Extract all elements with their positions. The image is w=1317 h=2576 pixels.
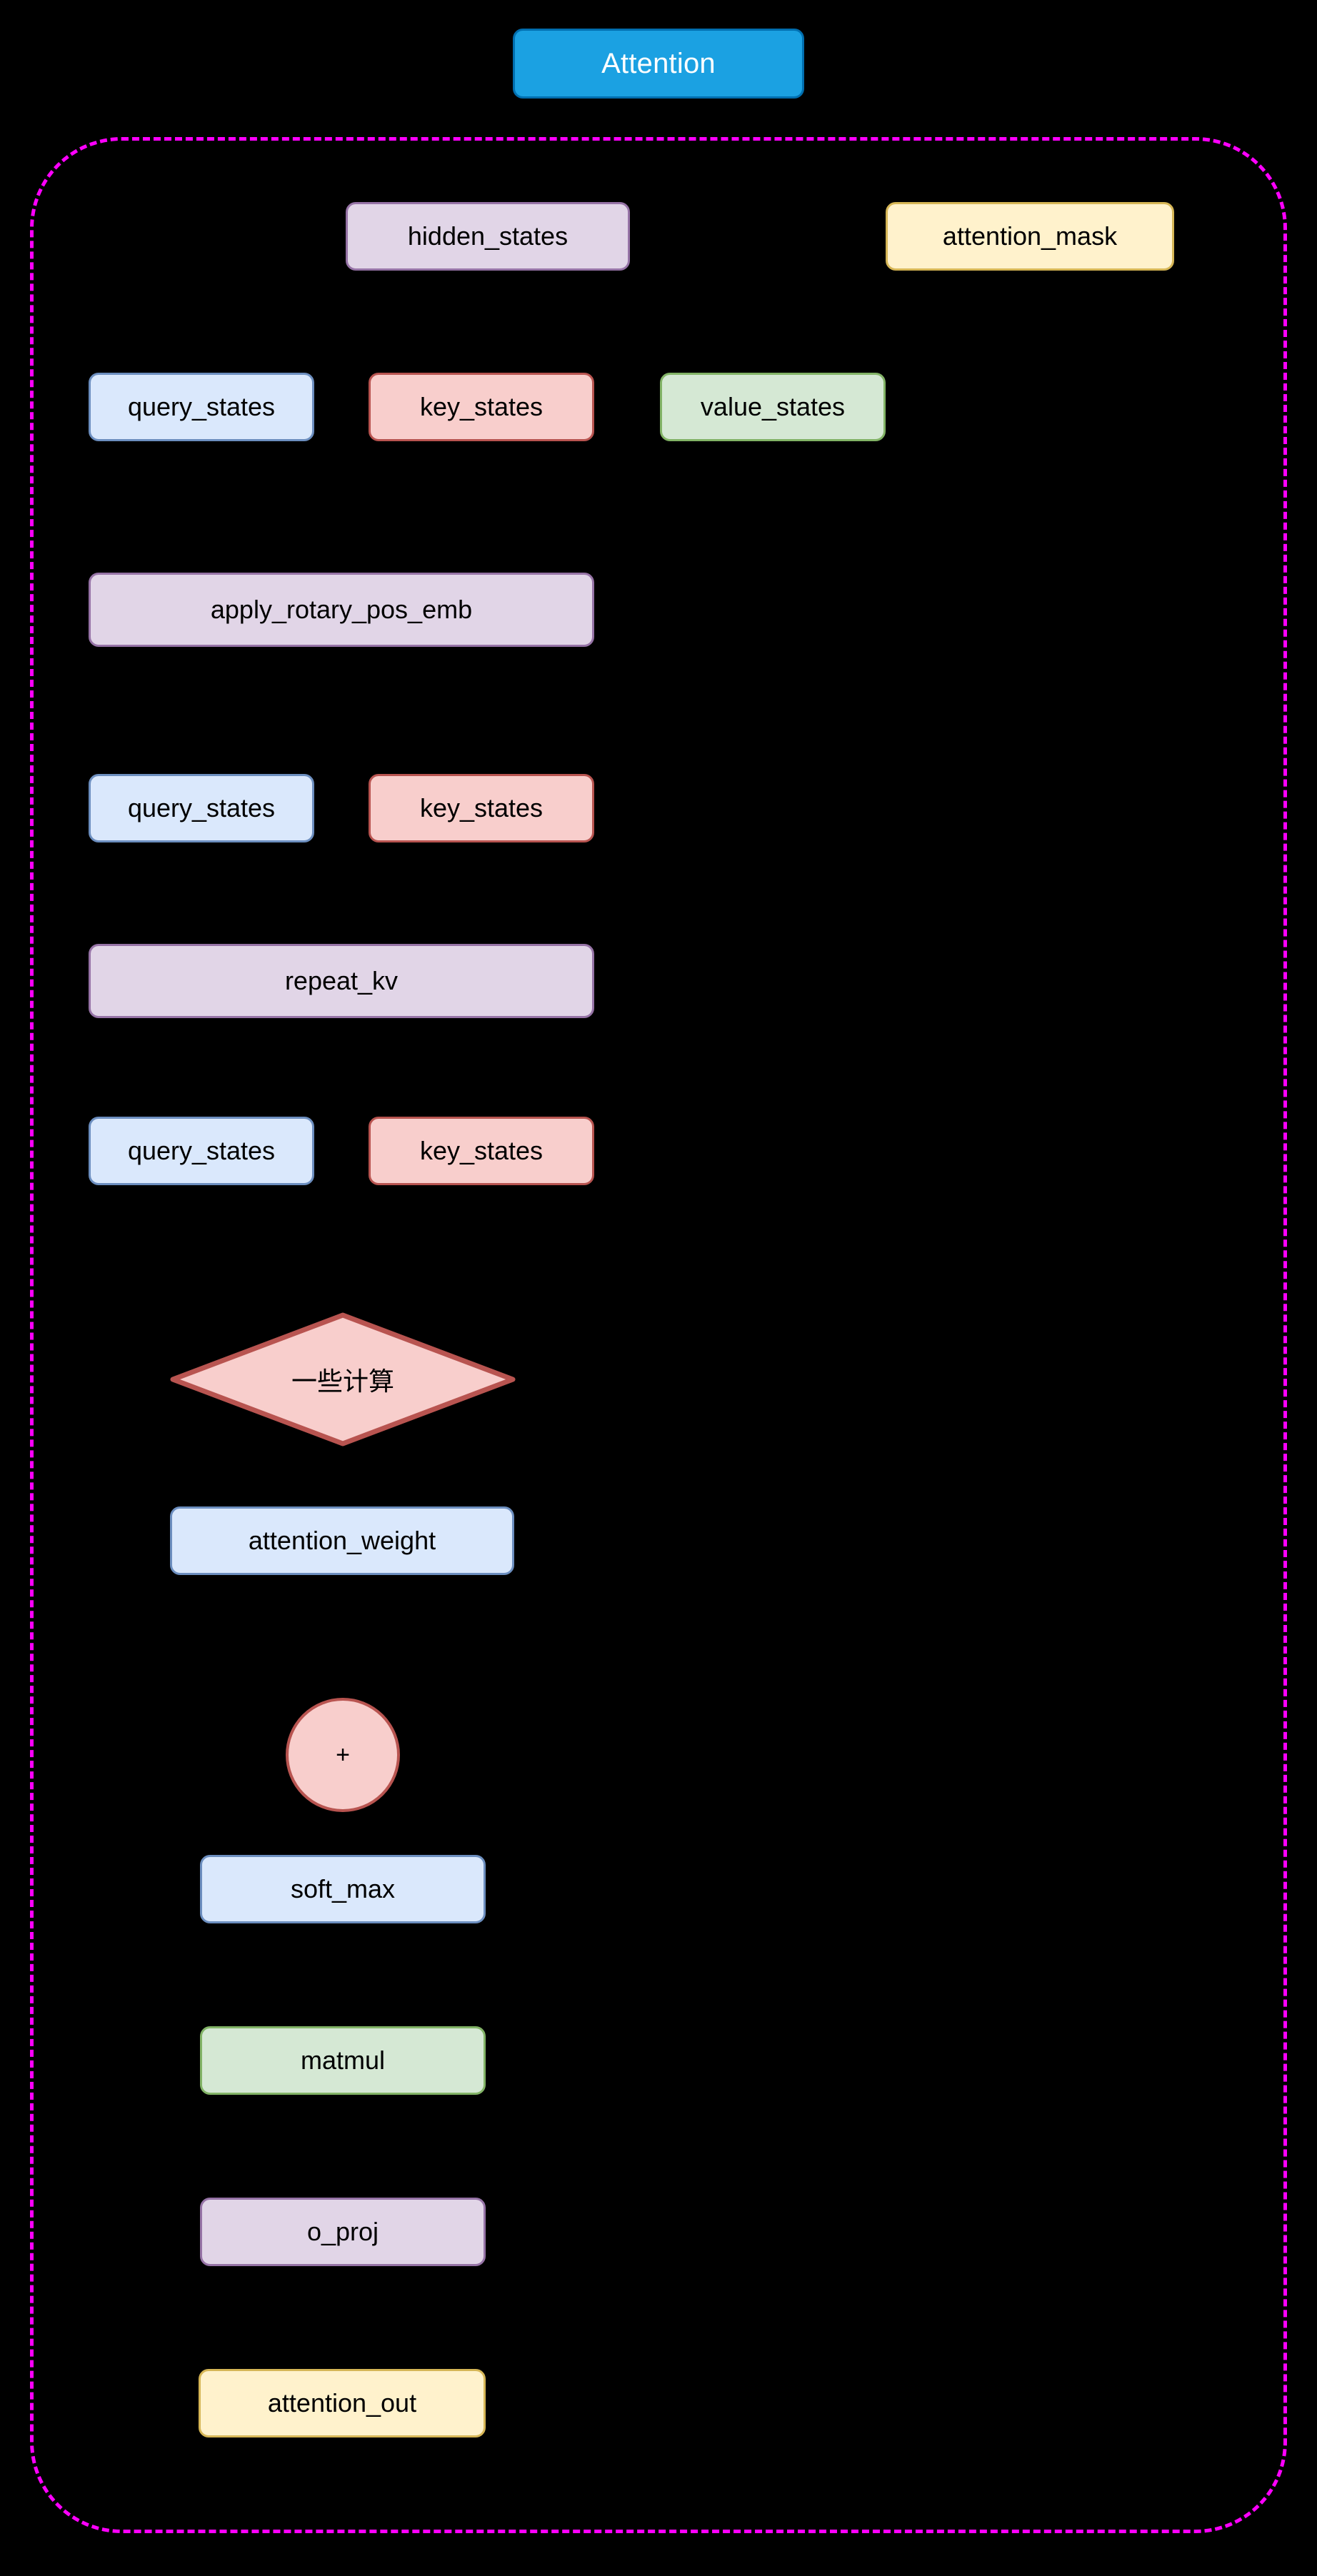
- node-some-computation[interactable]: 一些计算: [170, 1312, 516, 1447]
- attention-title-node[interactable]: Attention: [513, 29, 804, 99]
- node-query-states-2[interactable]: query_states: [89, 774, 314, 842]
- node-repeat-kv[interactable]: repeat_kv: [89, 944, 594, 1018]
- node-apply-rotary-pos-emb[interactable]: apply_rotary_pos_emb: [89, 573, 594, 647]
- node-attention-weight[interactable]: attention_weight: [170, 1506, 514, 1575]
- diamond-shape-icon: [170, 1312, 516, 1447]
- node-attention-out[interactable]: attention_out: [199, 2369, 486, 2437]
- node-key-states-2[interactable]: key_states: [369, 774, 594, 842]
- node-query-states-1[interactable]: query_states: [89, 373, 314, 441]
- node-value-states[interactable]: value_states: [660, 373, 886, 441]
- node-matmul[interactable]: matmul: [200, 2026, 486, 2095]
- node-soft-max[interactable]: soft_max: [200, 1855, 486, 1923]
- node-key-states-1[interactable]: key_states: [369, 373, 594, 441]
- node-o-proj[interactable]: o_proj: [200, 2198, 486, 2266]
- attention-subgraph-container: [30, 137, 1287, 2533]
- node-plus-operator[interactable]: +: [286, 1698, 400, 1812]
- node-query-states-3[interactable]: query_states: [89, 1117, 314, 1185]
- node-hidden-states[interactable]: hidden_states: [346, 202, 630, 271]
- node-key-states-3[interactable]: key_states: [369, 1117, 594, 1185]
- node-attention-mask[interactable]: attention_mask: [886, 202, 1174, 271]
